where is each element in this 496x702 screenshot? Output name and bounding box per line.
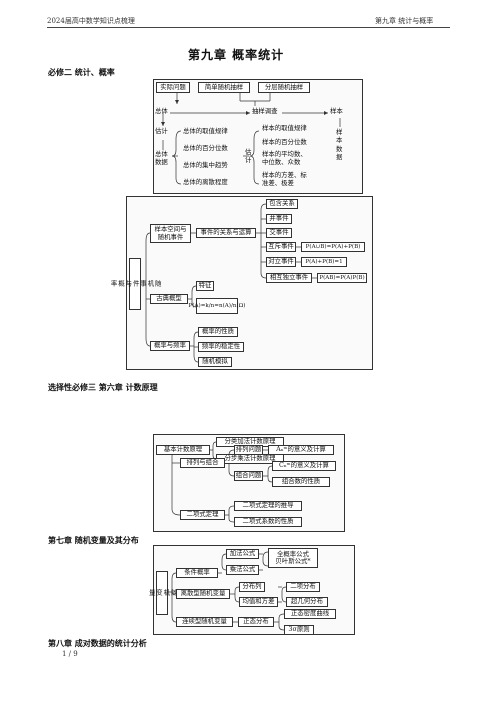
page-number: 1 / 9 [62,650,78,658]
multiplication-formula-box: 乘法公式 [226,565,259,575]
header-left: 2024届高中数学知识点梳理 [47,17,135,25]
formula-exclusive: P(A∪B)=P(A)+P(B) [301,242,365,252]
event-relations-box: 事件的关系与运算 [196,228,256,238]
section-3-heading: 第七章 随机变量及其分布 [48,535,139,545]
sample-space-box: 样本空间与 随机事件 [150,224,191,243]
section-4-heading: 第八章 成对数据的统计分析 [48,638,147,648]
estimate-label: 估计 [155,127,168,135]
freq-item-3: 随机模拟 [198,357,232,367]
chapter-title: 第九章 概率统计 [188,48,285,62]
probability-frequency-box: 概率与频率 [150,341,190,351]
three-sigma-box: 3σ原则 [284,625,314,635]
addition-formula-box: 加法公式 [226,549,259,559]
relation-5: 对立事件 [266,257,296,267]
sample-item-1: 样本的取值规律 [262,124,307,132]
section-1-heading: 必修二 统计、概率 [48,67,115,77]
stratified-sampling-box: 分层随机抽样 [258,82,310,93]
sample-label: 样本 [330,107,343,115]
normal-distribution-box: 正态分布 [238,617,274,627]
classical-model-box: 古典概型 [150,294,188,304]
discrete-variable-box: 离散型随机变量 [176,589,230,599]
basic-counting-box: 基本计数原理 [156,445,210,455]
relation-1: 包含关系 [266,199,298,209]
feature-box: 特征 [196,281,214,291]
combination-meaning-box: Cₙᵐ的意义及计算 [272,461,336,471]
header-rule [47,27,450,28]
hypergeometric-box: 超几何分布 [286,597,328,607]
sample-data-label: 样 本 数 据 [336,128,343,161]
header-right: 第九章 统计与概率 [375,17,434,25]
binomial-coefficient-box: 二项式系数的性质 [234,517,302,527]
normal-curve-box: 正态密度曲线 [284,609,336,619]
estimate-2-label: 估 计 [245,148,252,165]
section-2-heading: 选择性必修三 第六章 计数原理 [48,382,158,392]
population-data-label: 总体 数据 [155,150,168,167]
continuous-variable-box: 连续型随机变量 [176,617,233,627]
diagram-1-panel [153,79,363,194]
pop-item-4: 总体的离散程度 [183,178,228,186]
pop-item-2: 总体的百分位数 [183,144,228,152]
combination-property-box: 组合数的性质 [272,477,330,487]
relation-4: 互斥事件 [266,242,296,252]
formula-independent: P(AB)=P(A)P(B) [317,273,367,283]
total-probability-box: 全概率公式 贝叶斯公式* [268,548,318,568]
binomial-distribution-box: 二项分布 [286,582,320,592]
distribution-list-box: 分布列 [239,582,265,592]
sampling-survey-label: 抽样调查 [252,107,278,115]
population-label: 总体 [155,107,168,115]
formula-opposite: P(A)+P(B)=1 [301,257,347,267]
conditional-probability-box: 条件概率 [176,568,218,578]
permutation-meaning-box: Aₙᵐ的意义及计算 [268,445,334,455]
sample-item-4: 样本的方差、标 准差、极差 [262,171,307,187]
sample-item-2: 样本的百分位数 [262,138,307,146]
combination-problem-box: 组合问题 [234,471,263,481]
permutation-problem-box: 排列问题 [234,445,263,455]
freq-item-1: 概率的性质 [198,327,238,337]
pop-item-1: 总体的取值规律 [183,127,228,135]
binomial-derivation-box: 二项式定理的推导 [234,501,302,511]
permutation-combination-box: 排列与组合 [180,458,225,468]
real-problem-box: 实际问题 [156,82,190,93]
simple-random-sampling-box: 简单随机抽样 [198,82,250,93]
relation-2: 并事件 [266,214,292,224]
mean-variance-box: 均值和方差 [239,597,278,607]
pop-item-3: 总体的集中趋势 [183,161,228,169]
freq-item-2: 频率的稳定性 [198,342,244,352]
relation-6: 相互独立事件 [266,273,312,283]
random-variable-root: 随 机 变 量 [148,571,178,615]
classical-formula-box: P(A)=k/n=n(A)/n(Ω) [189,298,245,314]
sample-item-3: 样本的平均数、 中位数、众数 [262,150,307,166]
binomial-theorem-box: 二项式定理 [180,510,225,520]
relation-3: 交事件 [266,228,292,238]
